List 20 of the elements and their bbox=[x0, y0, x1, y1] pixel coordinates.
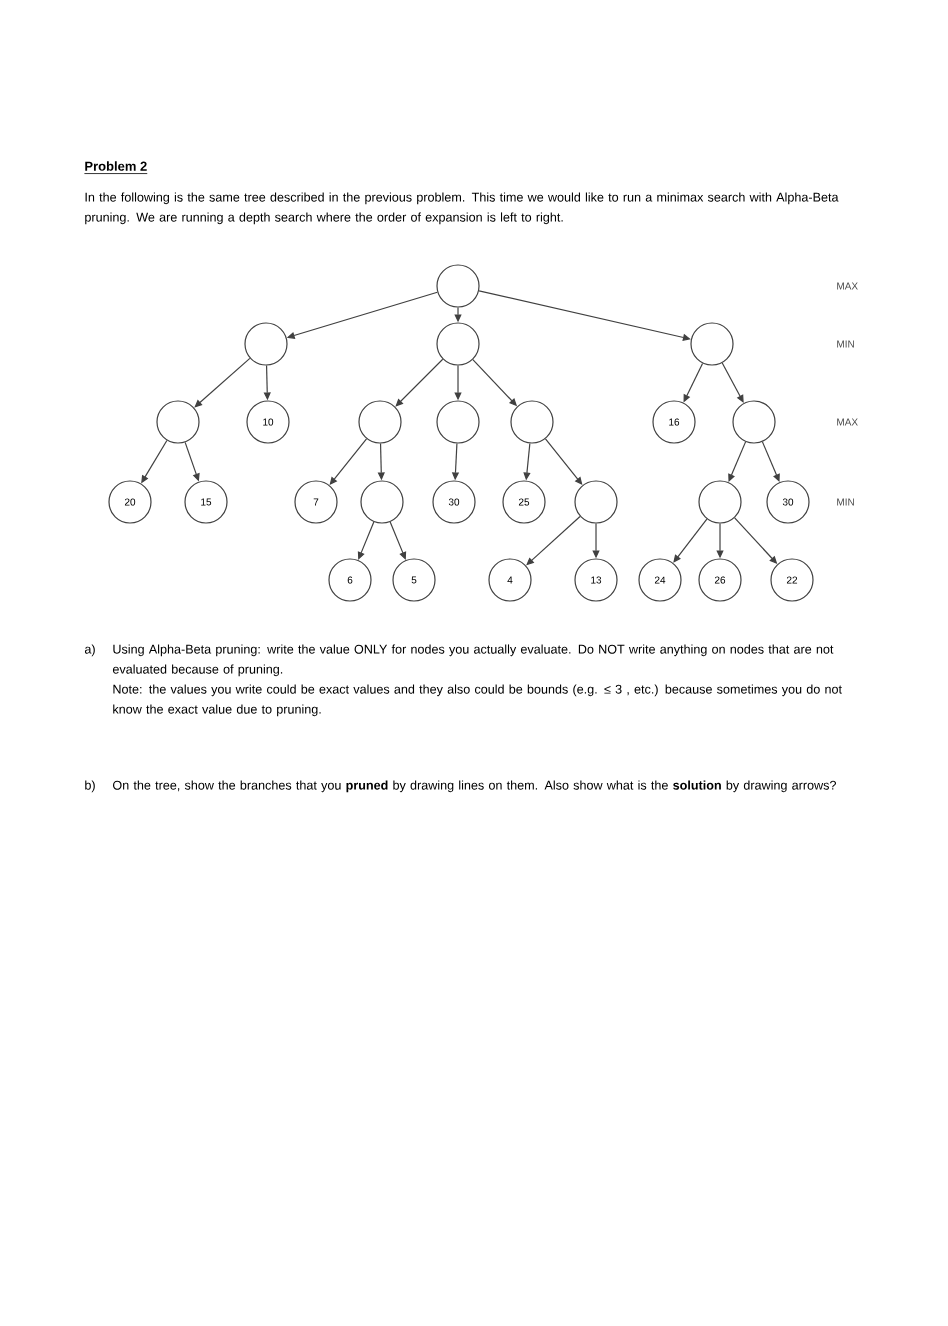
empty-circle bbox=[510, 400, 554, 444]
arrow bbox=[478, 290, 691, 341]
empty-circle bbox=[156, 400, 200, 444]
empty-circle bbox=[436, 322, 480, 366]
arrow bbox=[673, 518, 708, 563]
arrow bbox=[721, 362, 744, 403]
empty-circle bbox=[690, 322, 734, 366]
arrow bbox=[194, 357, 251, 408]
empty-circle bbox=[360, 480, 404, 524]
empty-circle bbox=[244, 322, 288, 366]
empty-circle bbox=[436, 264, 480, 308]
arrow bbox=[357, 521, 375, 560]
empty-circle bbox=[436, 400, 480, 444]
empty-circle bbox=[358, 400, 402, 444]
arrow bbox=[395, 358, 444, 407]
empty-circle bbox=[732, 400, 776, 444]
arrow bbox=[526, 515, 581, 566]
arrow bbox=[389, 521, 407, 560]
empty-circle bbox=[574, 480, 618, 524]
empty-circle bbox=[698, 480, 742, 524]
